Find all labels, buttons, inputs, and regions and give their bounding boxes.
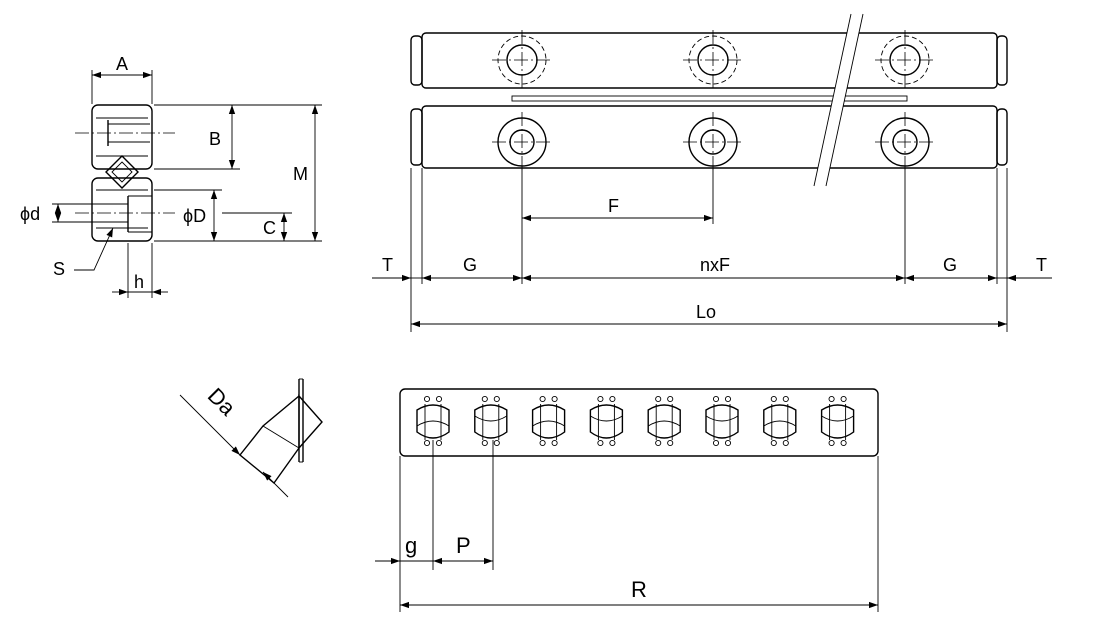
upper-hole-2 xyxy=(683,30,743,90)
roller-body xyxy=(239,395,300,485)
label-a: A xyxy=(116,54,128,74)
label-nxf: nxF xyxy=(700,255,730,275)
lower-rail-right-cap xyxy=(996,108,1008,166)
lower-hole-2 xyxy=(683,112,743,172)
label-r: R xyxy=(631,577,647,602)
cage-roller xyxy=(820,395,855,447)
cage-roller xyxy=(647,395,681,447)
lower-rail-left-cap xyxy=(410,108,423,166)
label-g-small: g xyxy=(405,533,417,558)
break-line-left xyxy=(813,13,852,187)
label-g-right: G xyxy=(943,255,957,275)
label-phi-d-small: ϕd xyxy=(20,204,40,224)
upper-rail-section xyxy=(91,104,153,170)
section-view: A B M ϕD C ϕd S h xyxy=(20,54,322,298)
cage-roller xyxy=(589,395,624,447)
roller-cone xyxy=(298,394,323,450)
label-b: B xyxy=(209,129,221,149)
label-phi-d-big: ϕD xyxy=(183,206,206,226)
label-da: Da xyxy=(203,383,241,421)
label-t-right: T xyxy=(1036,255,1047,275)
lower-hole-3 xyxy=(875,112,935,172)
lower-hole-1 xyxy=(492,112,552,172)
lower-rail xyxy=(421,105,998,169)
upper-hole-3 xyxy=(875,30,935,90)
cage-body xyxy=(399,388,879,457)
label-m: M xyxy=(293,164,308,184)
break-line-right xyxy=(825,13,864,187)
break-gap xyxy=(814,14,863,186)
cage-roller xyxy=(705,395,739,447)
rail-view: F T G nxF G T Lo xyxy=(372,13,1052,332)
label-t-left: T xyxy=(382,255,393,275)
label-s: S xyxy=(53,259,65,279)
cage-strip xyxy=(511,95,908,102)
roller-row xyxy=(416,395,855,447)
label-h: h xyxy=(134,272,144,292)
label-f: F xyxy=(608,196,619,216)
cage-roller xyxy=(474,395,508,447)
roller-detail: Da xyxy=(179,378,323,498)
label-g-left: G xyxy=(463,255,477,275)
cage-roller xyxy=(763,395,797,447)
cage-roller xyxy=(531,395,566,447)
label-p: P xyxy=(456,533,471,558)
label-c: C xyxy=(263,218,276,238)
lower-rail-section xyxy=(91,177,153,242)
label-lo: Lo xyxy=(696,302,716,322)
upper-rail-right-cap xyxy=(996,35,1008,86)
cage-roller xyxy=(416,395,450,447)
cage-view: g P R xyxy=(375,388,879,612)
upper-rail-left-cap xyxy=(410,35,423,86)
roller-diamond xyxy=(105,155,139,189)
upper-hole-1 xyxy=(492,30,552,90)
